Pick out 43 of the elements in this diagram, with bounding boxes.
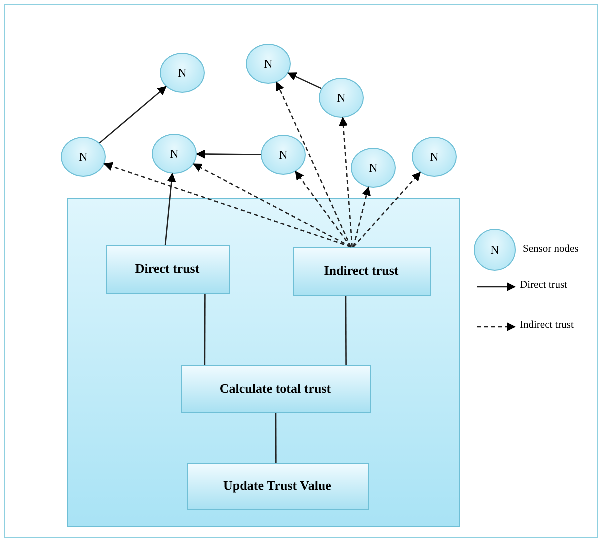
node-label: Direct trust <box>135 261 200 277</box>
process-box <box>180 364 370 412</box>
dashed-arrow <box>353 172 422 248</box>
node-label: N <box>264 56 273 72</box>
dashed-arrow <box>353 186 371 248</box>
process-box <box>106 244 230 294</box>
node-label: N <box>369 160 378 176</box>
sensor-node <box>152 134 197 174</box>
connector-line <box>275 413 277 463</box>
sensor-node <box>246 44 291 84</box>
sensor-node <box>160 53 205 93</box>
sensor-node <box>412 137 457 177</box>
arrow <box>99 86 167 144</box>
node-label: Update Trust Value <box>224 478 332 494</box>
dashed-arrow <box>104 162 352 248</box>
legend-label: Sensor nodes <box>523 244 579 255</box>
legend-label: Indirect trust <box>520 320 574 331</box>
process-box <box>186 462 368 510</box>
connector-line <box>204 294 206 365</box>
arrow <box>288 72 322 90</box>
sensor-node <box>351 148 396 188</box>
node-label: N <box>337 90 346 106</box>
legend-symbol-label: N <box>490 242 500 258</box>
node-label: N <box>279 148 288 162</box>
panel-background <box>67 198 460 527</box>
arrow <box>196 150 261 159</box>
node-label: N <box>430 150 439 164</box>
legend-label: Direct trust <box>520 280 568 291</box>
node-label: Calculate total trust <box>220 380 332 396</box>
node-label: N <box>170 146 179 162</box>
dashed-arrow <box>276 82 352 248</box>
dashed-arrow <box>295 171 352 248</box>
connector-line <box>345 296 347 365</box>
node-label: N <box>178 66 187 80</box>
arrow <box>164 173 176 246</box>
node-label: N <box>79 150 88 164</box>
dashed-arrow <box>193 164 352 248</box>
sensor-node <box>61 137 106 177</box>
node-label: Indirect trust <box>324 263 399 279</box>
sensor-node <box>261 135 306 175</box>
process-box <box>292 246 430 296</box>
sensor-node <box>319 78 364 118</box>
dashed-arrow <box>339 117 353 248</box>
